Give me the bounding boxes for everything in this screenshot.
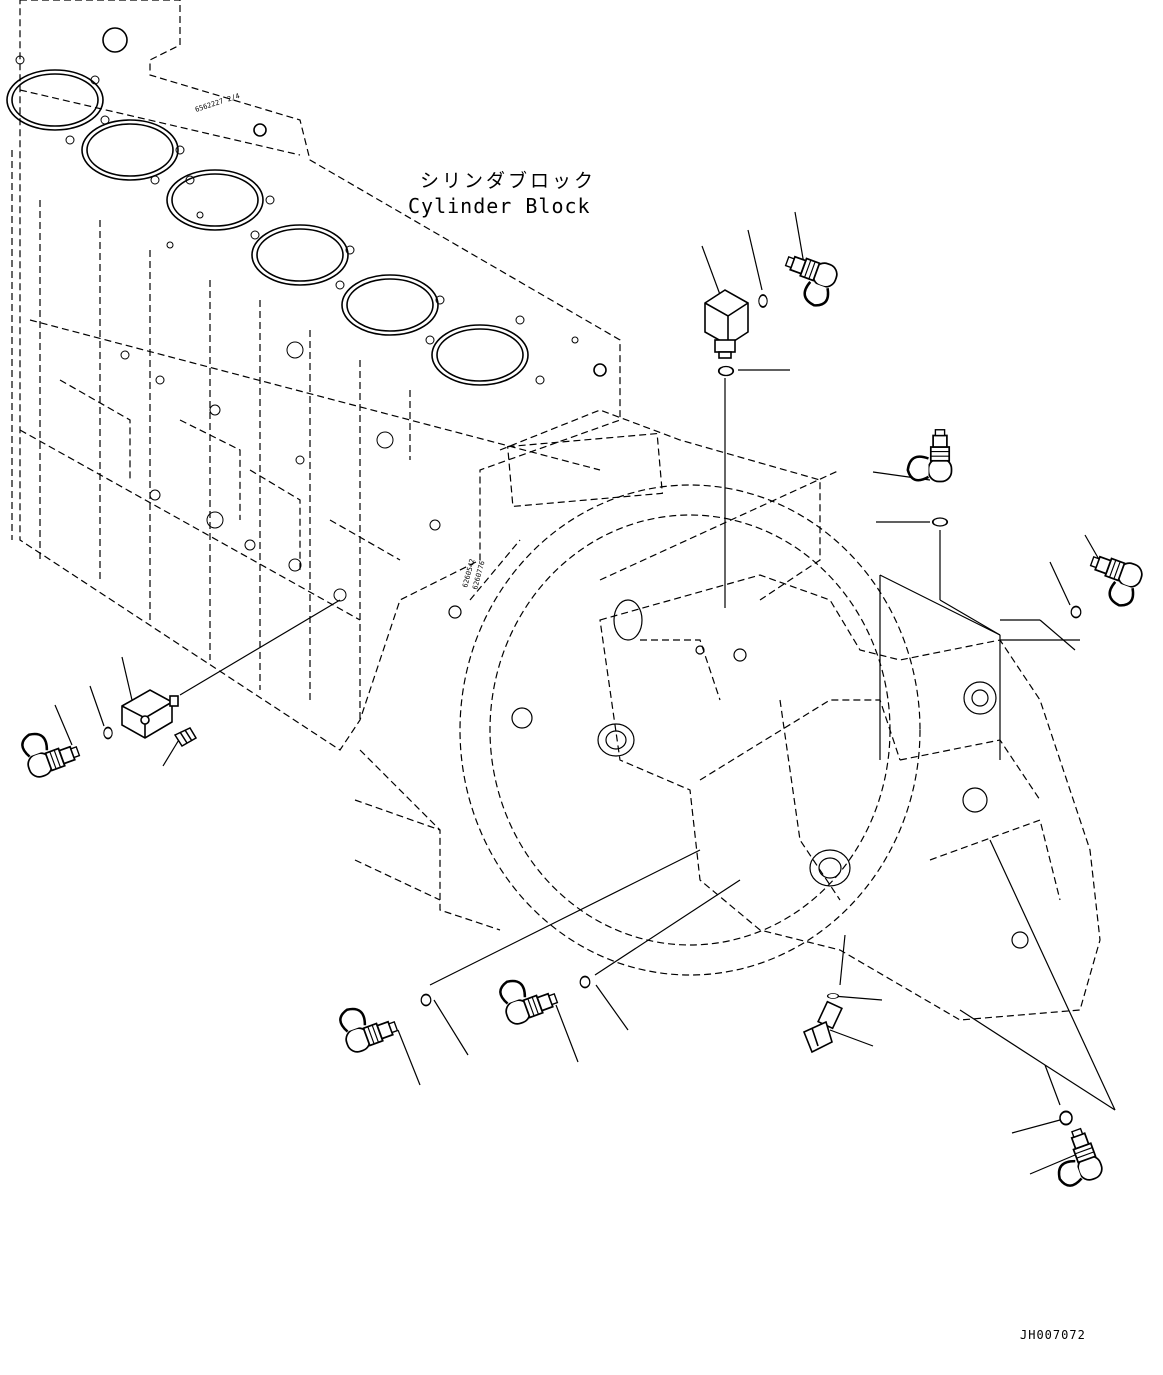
drawing-id: JH007072 — [1020, 1328, 1086, 1342]
pressure-sensor-bottom-right — [1044, 1124, 1107, 1192]
plug-left — [173, 727, 198, 748]
pressure-sensor-right-mid — [1079, 549, 1147, 611]
leader-lines — [179, 378, 1116, 1111]
flywheel-housing — [354, 409, 921, 976]
pressure-sensor-left — [16, 719, 84, 782]
block-bolt-holes — [15, 55, 579, 602]
o-ring-bottom-right — [1059, 1110, 1073, 1126]
o-ring-left — [102, 726, 114, 740]
pressure-sensor-top — [774, 249, 842, 311]
pump-features — [448, 599, 1029, 949]
housing-serial-stamps: 6260542 6260776 — [461, 558, 486, 591]
cylinder-block-outline — [11, 0, 621, 751]
cylinder-block-label-en: Cylinder Block — [408, 194, 591, 218]
pressure-sensor-right-upper — [906, 428, 953, 483]
o-ring-top-small — [757, 294, 769, 308]
cylinder-bores — [6, 27, 607, 386]
pressure-switch-top — [704, 289, 749, 359]
o-ring-bottom-center — [579, 975, 591, 989]
cylinder-block-label-jp: シリンダブロック — [420, 169, 596, 192]
elbow-fitting — [802, 1000, 843, 1054]
o-ring-elbow — [826, 992, 840, 1000]
o-ring-top — [717, 365, 735, 377]
o-ring-right-upper — [931, 517, 949, 527]
hydraulic-pump-outline — [599, 574, 1101, 1021]
pressure-switch-left — [121, 689, 179, 739]
pressure-sensor-bottom-center — [494, 966, 562, 1029]
callout-lines — [54, 211, 1106, 1175]
pressure-sensor-bottom-left — [334, 994, 402, 1057]
o-ring-right-mid — [1070, 605, 1082, 619]
o-ring-bottom-left — [420, 993, 432, 1007]
